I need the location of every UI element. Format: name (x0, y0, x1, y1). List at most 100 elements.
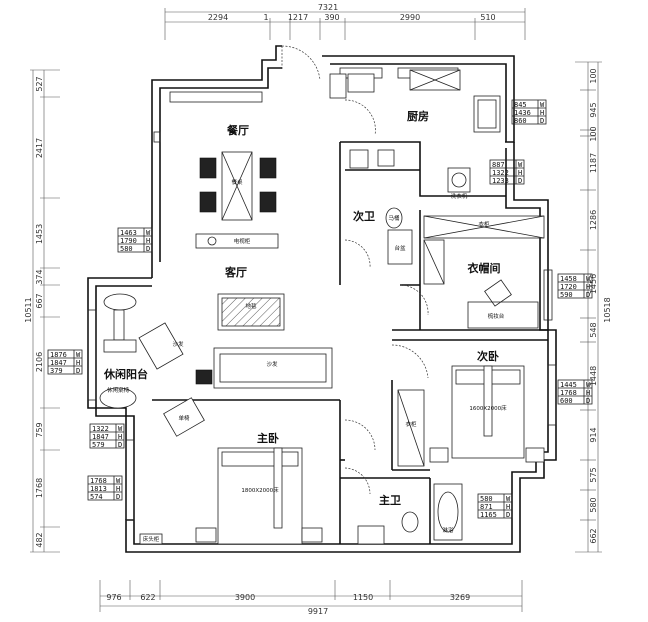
wt9-d: 1165 (480, 511, 497, 519)
window-table-2: 887 1322 1233 W H D (489, 159, 525, 185)
dim-right-6: 1456 (589, 274, 598, 294)
dim-right-8: 1448 (589, 366, 598, 386)
wt2-w: 887 (492, 161, 505, 169)
dim-left-9: 482 (35, 532, 44, 547)
window-table-8: 1768 1813 574 W H D (87, 475, 123, 501)
wt8-unit-d: D (116, 493, 120, 501)
room-leisure-balcony: 休闲阳台 (103, 367, 148, 381)
room-labels: 餐厅 厨房 次卫 衣帽间 客厅 休闲阳台 次卧 主卧 主卫 (103, 109, 501, 507)
bottom-dimensions: 976 622 3900 1150 3269 9917 (99, 580, 523, 616)
living-furniture: 地毯 沙发 沙发 (138, 293, 333, 389)
toilet-label-2: 马桶 (388, 214, 400, 222)
wt6-h: 1768 (560, 389, 577, 397)
wt7-h: 1847 (92, 433, 109, 441)
leisure-table-label: 休闲桌椅 (107, 386, 130, 394)
dim-right-12: 662 (589, 528, 598, 543)
dim-left-7: 759 (35, 422, 44, 437)
wt6-unit-h: H (586, 389, 590, 397)
room-master-bedroom: 主卧 (257, 431, 279, 445)
dining-furniture: 餐桌 电视柜 (195, 151, 279, 249)
wt8-w: 1768 (90, 477, 107, 485)
dim-bottom-1: 976 (106, 593, 121, 602)
wt8-h: 1813 (90, 485, 107, 493)
dim-left-total: 10511 (24, 297, 33, 322)
kitchen-furniture: 洗衣机 (329, 69, 501, 200)
dim-right-7: 548 (589, 322, 598, 337)
dim-left-8: 1768 (35, 478, 44, 498)
master-bath-furniture: 淋浴 (357, 483, 463, 545)
dim-left-1: 527 (35, 76, 44, 91)
wt4-unit-w: W (586, 275, 591, 283)
dim-bottom-3: 3900 (235, 593, 255, 602)
wt2-h: 1322 (492, 169, 509, 177)
wt8-d: 574 (90, 493, 103, 501)
window-table-7: 1322 1847 579 W H D (89, 423, 125, 449)
wt7-d: 579 (92, 441, 105, 449)
wt2-unit-h: H (518, 169, 522, 177)
wt1-unit-h: H (540, 109, 544, 117)
dim-top-1: 2294 (208, 13, 228, 22)
top-dimensions: 7321 2294 1 1217 390 2990 510 (164, 3, 526, 40)
dim-left-3: 1453 (35, 224, 44, 244)
dim-bottom-5: 3269 (450, 593, 470, 602)
wt7-unit-w: W (118, 425, 123, 433)
wt9-unit-d: D (506, 511, 510, 519)
room-living: 客厅 (224, 265, 247, 279)
wt9-h: 871 (480, 503, 493, 511)
dim-bottom-4: 1150 (353, 593, 373, 602)
wt3-unit-w: W (146, 229, 151, 237)
dim-top-2: 1217 (288, 13, 308, 22)
wt4-w: 1458 (560, 275, 577, 283)
dim-top-5: 510 (480, 13, 495, 22)
wt6-unit-d: D (586, 397, 590, 405)
wt2-unit-d: D (518, 177, 522, 185)
wt4-d: 590 (560, 291, 573, 299)
wt3-unit-d: D (146, 245, 150, 253)
cloakroom-furniture: 衣柜 梳妆台 (423, 215, 545, 329)
dim-bottom-2: 622 (140, 593, 155, 602)
wt5-h: 1847 (50, 359, 67, 367)
desk-label: 梳妆台 (488, 312, 505, 320)
window-table-1: 845 1436 860 W H D (511, 99, 547, 125)
wt8-unit-h: H (116, 485, 120, 493)
wt6-w: 1445 (560, 381, 577, 389)
doors (281, 45, 429, 495)
wt1-h: 1436 (514, 109, 531, 117)
master-bedroom-furniture: 1800X2000床 单椅 床头柜 (139, 397, 323, 545)
dim-left-6: 2106 (35, 352, 44, 372)
dim-top-total: 7321 (318, 3, 338, 12)
wt5-w: 1876 (50, 351, 67, 359)
balcony-furniture: 休闲桌椅 (99, 293, 137, 409)
sofa-label-2: 沙发 (172, 340, 184, 348)
wt4-h: 1720 (560, 283, 577, 291)
dim-left-4: 374 (35, 269, 44, 284)
dim-right-1: 100 (589, 68, 598, 83)
wt3-h: 1790 (120, 237, 137, 245)
room-second-bedroom: 次卧 (477, 349, 499, 363)
dim-left-2: 2417 (35, 138, 44, 158)
dim-bottom-total: 9917 (308, 607, 328, 616)
room-master-bath: 主卫 (379, 493, 401, 507)
wt3-w: 1463 (120, 229, 137, 237)
dim-right-9: 914 (589, 427, 598, 442)
wt7-unit-h: H (118, 433, 122, 441)
wt1-w: 845 (514, 101, 527, 109)
wt4-unit-d: D (586, 291, 590, 299)
wt2-unit-w: W (518, 161, 523, 169)
dim-left-5: 667 (35, 293, 44, 308)
armchair-label: 单椅 (178, 414, 190, 422)
wt5-d: 379 (50, 367, 63, 375)
wt4-unit-h: H (586, 283, 590, 291)
master-bed-label: 1800X2000床 (241, 486, 279, 494)
second-bath-furniture: 马桶 台盆 (349, 149, 413, 265)
wt2-d: 1233 (492, 177, 509, 185)
wt3-d: 580 (120, 245, 133, 253)
wt1-d: 860 (514, 117, 527, 125)
second-bedroom-furniture: 1600X2000床 衣柜 (397, 365, 545, 467)
nightstand-label: 床头柜 (143, 535, 160, 543)
dim-right-4: 1187 (589, 153, 598, 173)
wardrobe-label-2: 衣柜 (405, 420, 417, 428)
window-table-3: 1463 1790 580 W H D (117, 227, 153, 253)
wt7-unit-d: D (118, 441, 122, 449)
